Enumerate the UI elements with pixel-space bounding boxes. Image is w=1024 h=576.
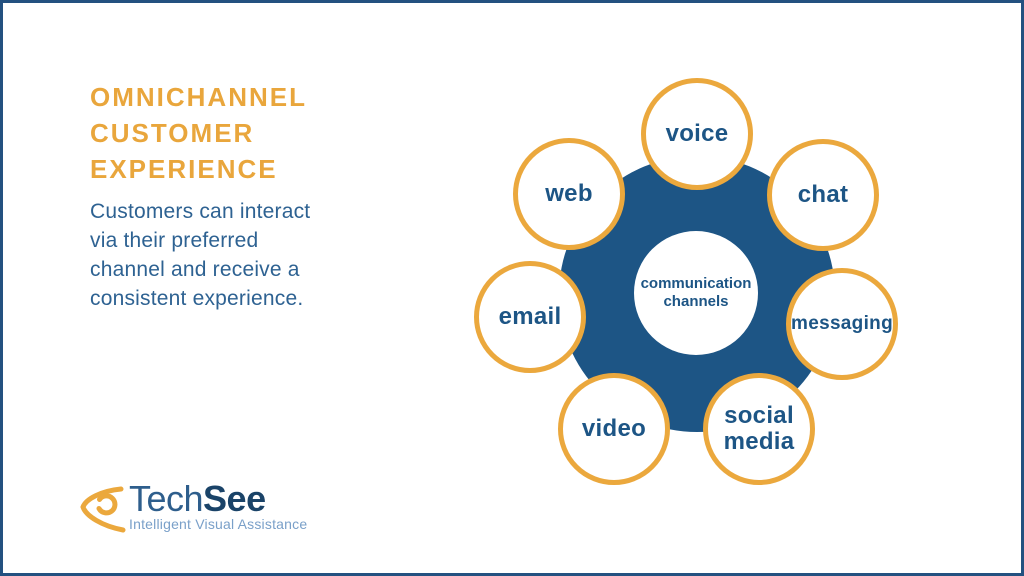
page-title-line-3: EXPERIENCE xyxy=(90,154,278,184)
node-chat-label: chat xyxy=(797,181,849,208)
node-email: email xyxy=(474,261,586,373)
hub-center-label: communication channels xyxy=(641,275,752,311)
page-title-line-1: OMNICHANNEL xyxy=(90,82,307,112)
node-social-media-line-1: social xyxy=(724,402,794,429)
node-chat: chat xyxy=(767,139,879,251)
node-voice: voice xyxy=(641,78,753,190)
node-social-media: social media xyxy=(703,373,815,485)
intro-paragraph-line-1: Customers can interact xyxy=(90,200,311,223)
node-messaging: messaging xyxy=(786,268,898,380)
node-messaging-label: messaging xyxy=(791,313,893,334)
node-email-label: email xyxy=(498,303,562,330)
node-social-media-line-2: media xyxy=(723,428,795,455)
intro-paragraph-line-4: consistent experience. xyxy=(90,287,304,310)
node-web-label: web xyxy=(545,180,593,207)
intro-paragraph-line-2: via their preferred xyxy=(90,229,259,252)
logo-wordmark-see: See xyxy=(203,478,266,519)
node-web: web xyxy=(513,138,625,250)
intro-paragraph-line-3: channel and receive a xyxy=(90,258,300,281)
node-voice-label: voice xyxy=(665,120,729,147)
hub-center-circle: communication channels xyxy=(634,231,758,355)
hub-center-label-line-1: communication xyxy=(640,275,752,292)
communication-channels-diagram: voice web chat email messaging video soc… xyxy=(3,3,1021,573)
logo-text: TechSee Intelligent Visual Assistance xyxy=(129,479,308,533)
logo-wordmark-tech: Tech xyxy=(129,478,204,519)
logo-tagline: Intelligent Visual Assistance xyxy=(129,516,308,532)
techsee-logo: TechSee Intelligent Visual Assistance xyxy=(75,479,307,537)
logo-wordmark: TechSee xyxy=(129,481,307,517)
hub-center-label-line-2: channels xyxy=(663,293,729,310)
intro-paragraph: Customers can interact via their preferr… xyxy=(90,197,310,313)
page-title-line-2: CUSTOMER xyxy=(90,118,255,148)
node-video-label: video xyxy=(581,415,647,442)
page-title: OMNICHANNEL CUSTOMER EXPERIENCE xyxy=(90,79,307,187)
node-social-media-label: social media xyxy=(724,403,795,455)
eye-icon xyxy=(80,486,126,533)
node-video: video xyxy=(558,373,670,485)
